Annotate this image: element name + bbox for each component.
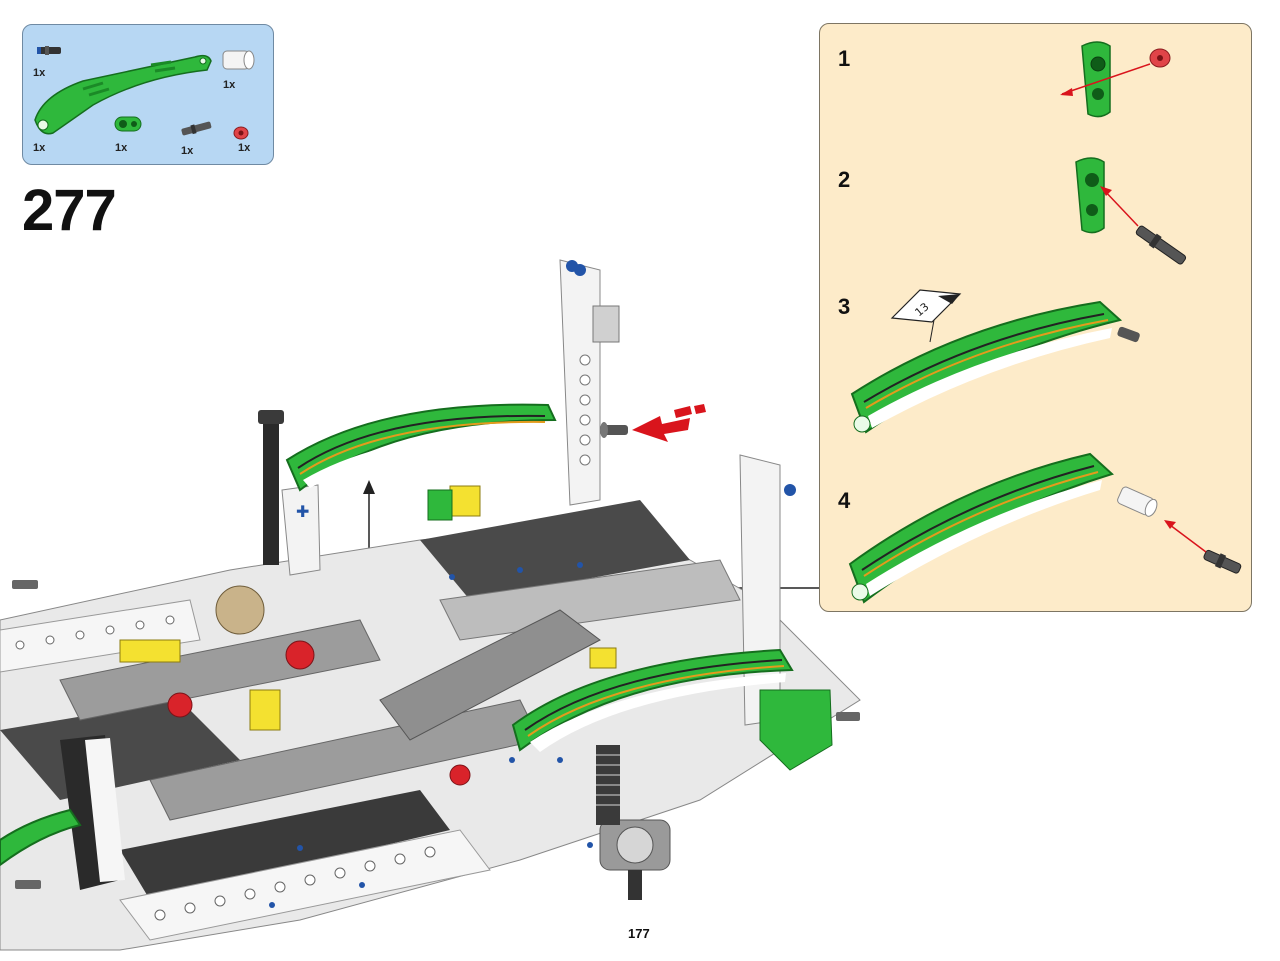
pin-with-axle-part xyxy=(37,46,61,55)
qty-label-bush: 1x xyxy=(238,142,251,154)
substep-1-illustration xyxy=(1060,41,1171,118)
parts-list-illustration xyxy=(34,46,255,140)
red-arrow-icon xyxy=(1165,521,1207,553)
bottom-wheel-hub xyxy=(599,819,671,900)
substep-4-illustration xyxy=(848,452,1242,604)
curved-panel-part xyxy=(34,54,212,135)
insertion-pin xyxy=(600,422,628,438)
substep-number-2: 2 xyxy=(838,167,851,192)
page-number: 177 xyxy=(628,926,650,941)
step-number: 277 xyxy=(22,178,117,243)
substep-number-3: 3 xyxy=(838,294,851,319)
chassis-frame: ✚ xyxy=(0,259,861,951)
qty-label-pin-connector: 1x xyxy=(115,142,128,154)
substep-callout: 1 2 3 4 xyxy=(819,23,1252,612)
red-arrow-icon xyxy=(1061,63,1151,95)
substep-illustrations: 13 xyxy=(848,41,1242,604)
installed-curved-panel-left xyxy=(0,808,82,867)
installed-curved-panel-upper xyxy=(285,403,557,492)
white-connector-part xyxy=(222,50,255,70)
axle-pin-part xyxy=(181,121,212,136)
green-pin-connector-part xyxy=(114,116,142,132)
red-bush-part xyxy=(233,126,249,140)
substep-number-4: 4 xyxy=(838,488,851,513)
substep-number-1: 1 xyxy=(838,46,851,71)
red-insertion-arrow-icon xyxy=(632,404,706,442)
substep-3-illustration: 13 xyxy=(850,289,1140,434)
suspension-spring xyxy=(596,745,620,825)
qty-label-axle-pin: 1x xyxy=(181,145,194,157)
sticker-icon: 13 xyxy=(890,289,962,323)
qty-label-white-connector: 1x xyxy=(223,79,236,91)
parts-list-callout: 1x 1x 1x 1x 1x 1x xyxy=(22,24,274,165)
installed-curved-panel-lower xyxy=(511,648,833,771)
svg-text:✚: ✚ xyxy=(296,502,309,521)
qty-label-pin-with-axle: 1x xyxy=(33,67,46,79)
substep-2-illustration xyxy=(1075,157,1187,265)
callout-pointer-arrowhead xyxy=(363,480,375,494)
red-arrow-icon xyxy=(1101,187,1139,227)
sticker-leader-line xyxy=(929,319,935,343)
qty-label-curved-panel: 1x xyxy=(33,142,46,154)
